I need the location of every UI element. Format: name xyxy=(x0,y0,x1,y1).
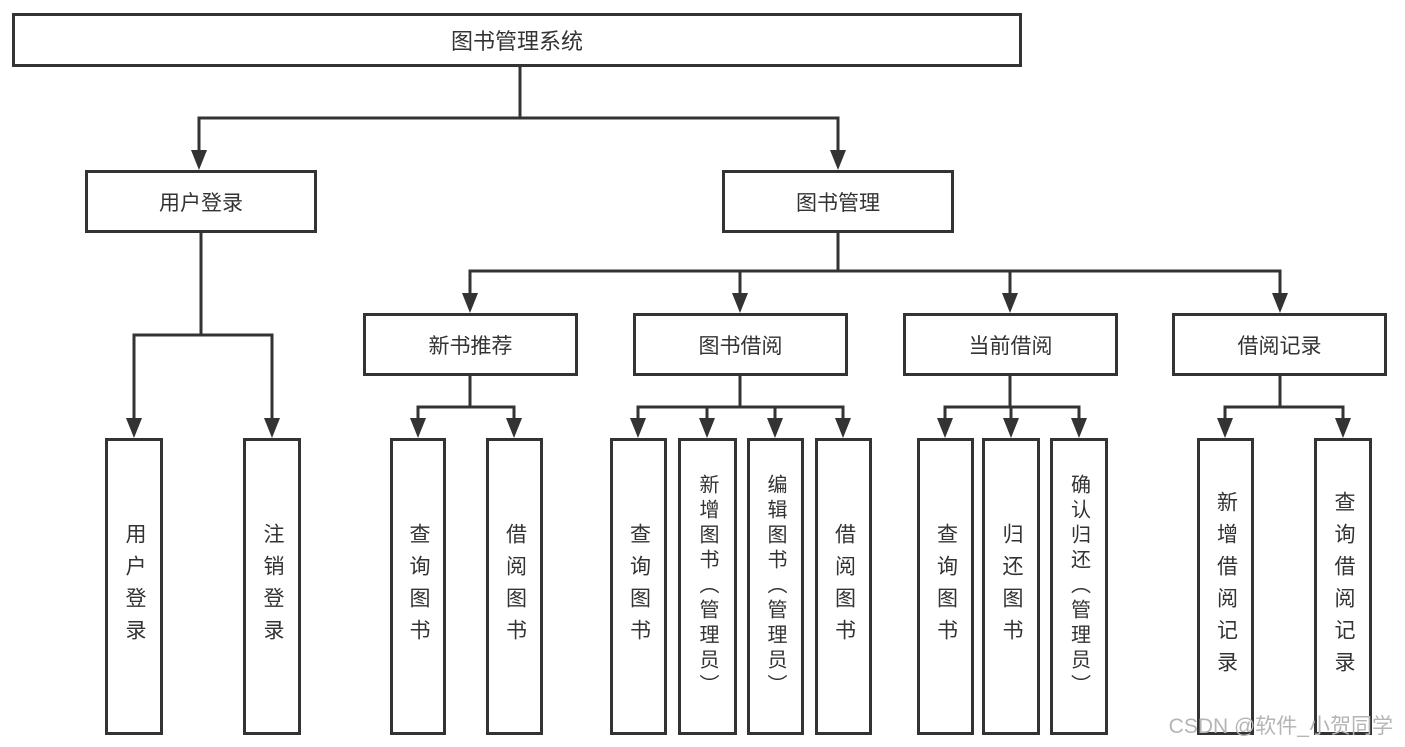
node-new-book-recommendation-label: 新书推荐 xyxy=(428,334,513,358)
leaf-query-borrow-record: 查询借阅记录 xyxy=(1314,438,1372,735)
leaf-query-books-recommend: 查询图书 xyxy=(390,438,446,735)
leaf-add-books-admin-label: 新增图书（管理员） xyxy=(696,474,718,699)
node-new-book-recommendation: 新书推荐 xyxy=(363,313,578,376)
node-book-management: 图书管理 xyxy=(722,170,954,233)
leaf-add-books-admin: 新增图书（管理员） xyxy=(678,438,737,735)
leaf-query-borrow-record-label: 查询借阅记录 xyxy=(1332,490,1355,683)
node-borrowing-records-label: 借阅记录 xyxy=(1237,334,1322,358)
node-current-borrowing: 当前借阅 xyxy=(903,313,1118,376)
leaf-add-borrow-record-label: 新增借阅记录 xyxy=(1214,490,1238,683)
leaf-add-borrow-record: 新增借阅记录 xyxy=(1197,438,1254,735)
leaf-query-books-recommend-label: 查询图书 xyxy=(407,522,430,651)
leaf-borrow-books-borrowing-label: 借阅图书 xyxy=(832,522,856,651)
leaf-logout-login-label: 注销登录 xyxy=(261,522,284,651)
leaf-edit-books-admin-label: 编辑图书（管理员） xyxy=(764,474,786,699)
leaf-borrow-books-borrowing: 借阅图书 xyxy=(815,438,872,735)
leaf-logout-login: 注销登录 xyxy=(243,438,301,735)
leaf-confirm-return-admin: 确认归还（管理员） xyxy=(1050,438,1108,735)
leaf-return-books: 归还图书 xyxy=(982,438,1040,735)
leaf-confirm-return-admin-label: 确认归还（管理员） xyxy=(1067,474,1090,699)
node-root-system: 图书管理系统 xyxy=(12,13,1022,67)
leaf-query-books-current-label: 查询图书 xyxy=(934,522,958,651)
watermark-text: CSDN @软件_小贺同学 xyxy=(1168,715,1393,738)
node-user-login-label: 用户登录 xyxy=(159,191,243,215)
node-current-borrowing-label: 当前借阅 xyxy=(968,334,1053,358)
leaf-borrow-books-recommend-label: 借阅图书 xyxy=(503,522,527,651)
leaf-return-books-label: 归还图书 xyxy=(1000,522,1023,651)
leaf-borrow-books-recommend: 借阅图书 xyxy=(486,438,543,735)
leaf-query-books-borrowing: 查询图书 xyxy=(610,438,667,735)
leaf-user-login: 用户登录 xyxy=(105,438,163,735)
node-user-login: 用户登录 xyxy=(85,170,317,233)
leaf-user-login-label: 用户登录 xyxy=(123,522,146,651)
leaf-query-books-current: 查询图书 xyxy=(917,438,974,735)
node-root-system-label: 图书管理系统 xyxy=(450,29,583,54)
node-book-borrowing: 图书借阅 xyxy=(633,313,848,376)
leaf-edit-books-admin: 编辑图书（管理员） xyxy=(747,438,804,735)
node-book-borrowing-label: 图书借阅 xyxy=(698,334,783,358)
leaf-query-books-borrowing-label: 查询图书 xyxy=(627,522,651,651)
node-book-management-label: 图书管理 xyxy=(796,191,880,215)
node-borrowing-records: 借阅记录 xyxy=(1172,313,1387,376)
